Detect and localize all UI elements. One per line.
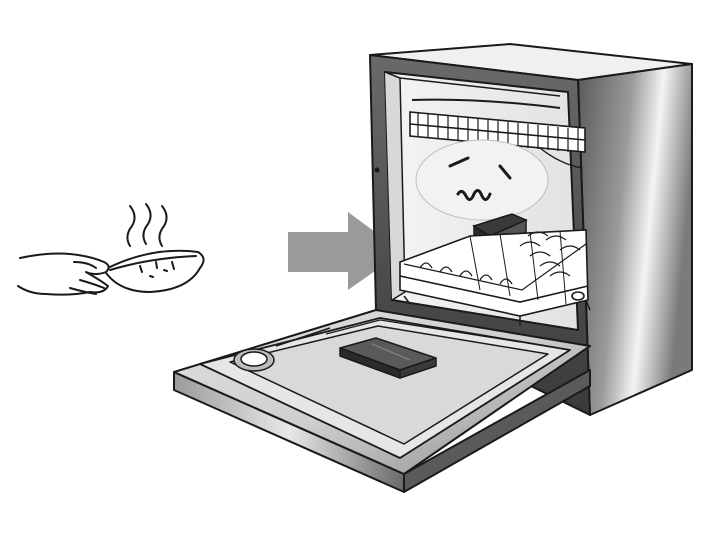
bowl-icon [103,249,205,293]
hand-icon [17,252,110,296]
hand-holding-hot-bowl-icon [17,249,205,296]
steam-icon [126,203,168,247]
cabinet-side [577,63,693,416]
unhappy-face-icon [415,139,549,221]
lower-rack [399,229,591,326]
detergent-dispenser [339,337,437,379]
dishwasher-door [173,309,591,493]
rinse-aid-cap [233,348,275,372]
upper-rack [409,98,586,169]
